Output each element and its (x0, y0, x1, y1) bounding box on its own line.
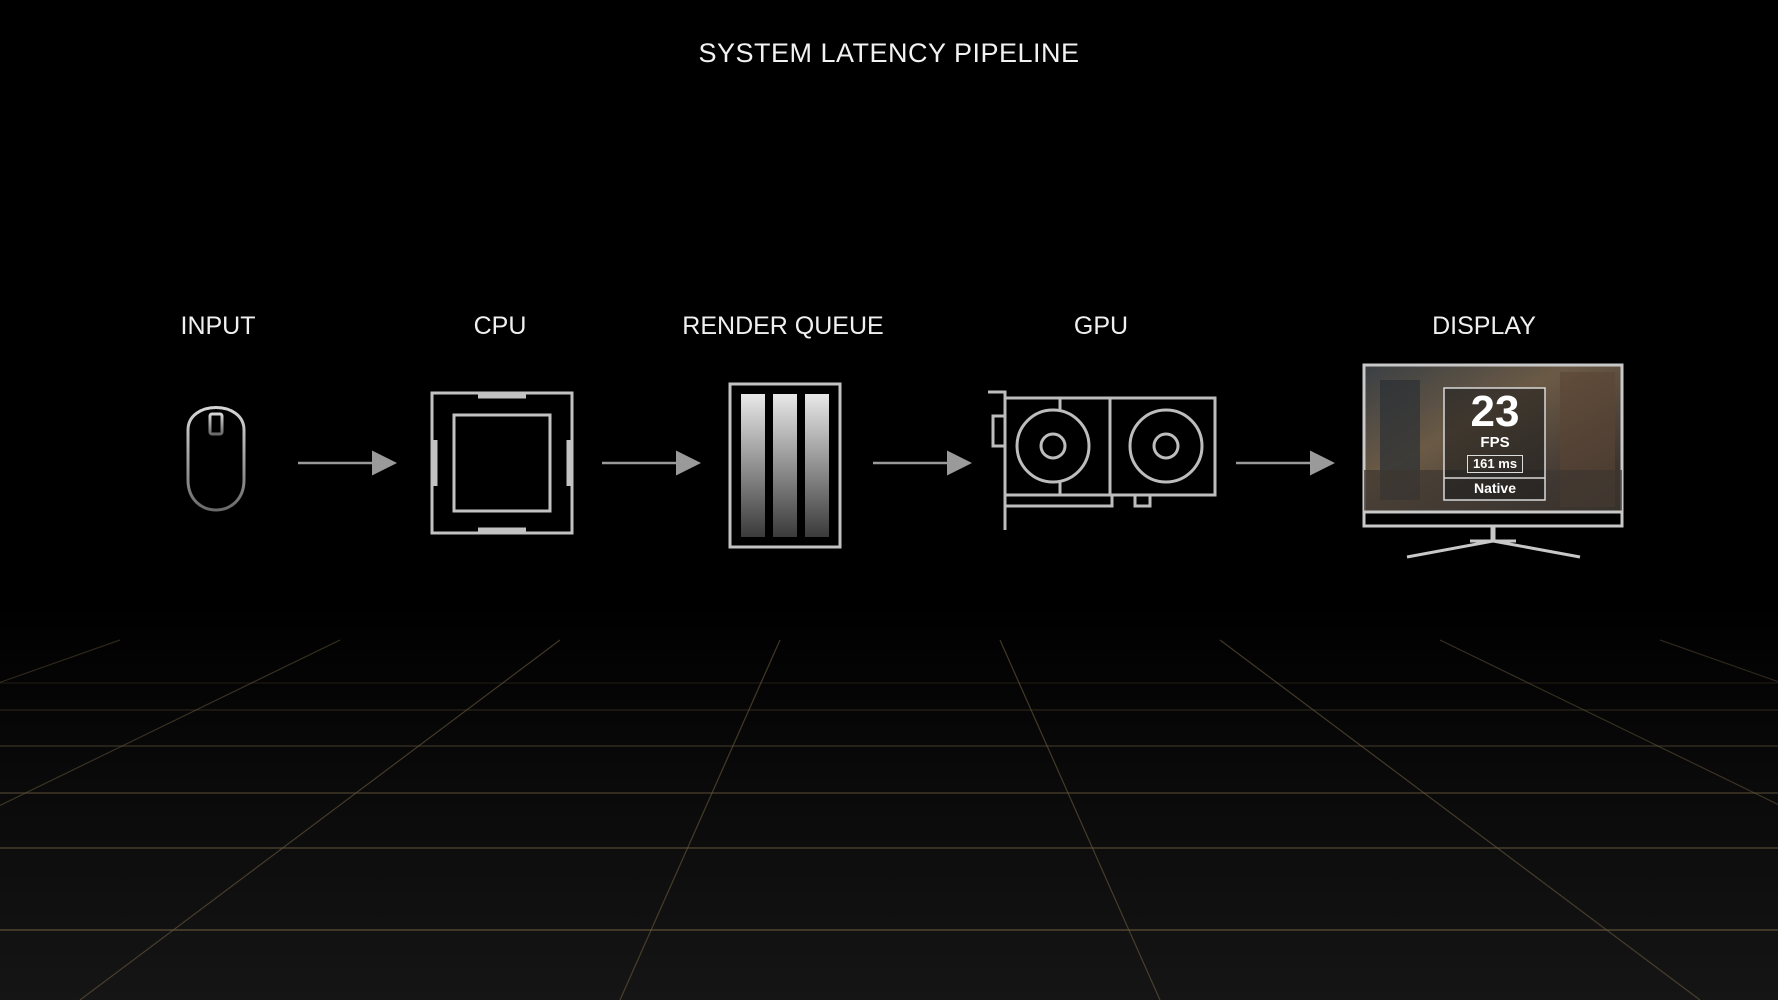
page-title: SYSTEM LATENCY PIPELINE (698, 38, 1080, 68)
latency-readout: 161 ms (1466, 455, 1524, 473)
graphics-card-icon (988, 390, 1217, 530)
render-queue-icon (728, 382, 842, 549)
fps-overlay: 23 FPS 161 ms Native (1445, 388, 1545, 498)
stage-label-input: INPUT (180, 312, 256, 340)
stage-label-render-queue: RENDER QUEUE (682, 312, 884, 340)
render-mode-label: Native (1473, 480, 1517, 496)
mouse-icon (181, 406, 251, 512)
stage-label-gpu: GPU (1073, 312, 1129, 340)
cpu-chip-icon (430, 391, 574, 535)
floor-background (0, 600, 1778, 1000)
stage-label-display: DISPLAY (1432, 312, 1536, 340)
fps-value: 23 (1470, 387, 1520, 436)
monitor-icon (1362, 363, 1624, 559)
stage-label-cpu: CPU (473, 312, 527, 340)
fps-label: FPS (1480, 434, 1510, 451)
perspective-grid (0, 639, 1778, 1000)
